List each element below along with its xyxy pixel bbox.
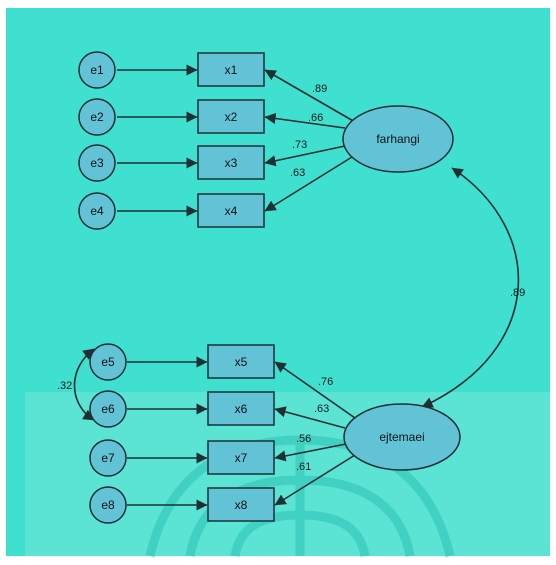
indicator-box-x8: x8 [207, 487, 275, 522]
error-label-e2: e2 [90, 110, 104, 124]
indicator-box-x4: x4 [197, 193, 265, 228]
error-label-e3: e3 [90, 156, 104, 170]
error-label-e6: e6 [101, 402, 115, 416]
loading-label-x7: .56 [296, 433, 311, 445]
covariance-farhangi-ejtemaei [421, 167, 520, 408]
error-label-e4: e4 [90, 204, 104, 218]
latent-node-farhangi: farhangi [342, 105, 454, 173]
loading-label-x3: .73 [292, 139, 307, 151]
path-ejtemaei-x8 [274, 454, 356, 506]
error-label-e7: e7 [101, 451, 115, 465]
loading-label-x5: .76 [318, 376, 333, 388]
latent-node-ejtemaei: ejtemaei [343, 403, 461, 471]
indicator-label-x6: x6 [235, 402, 248, 416]
latent-label-farhangi: farhangi [376, 132, 419, 146]
error-label-e5: e5 [101, 355, 115, 369]
indicator-label-x3: x3 [225, 156, 238, 170]
path-farhangi-x2 [264, 112, 346, 129]
indicator-box-x7: x7 [207, 440, 275, 475]
indicator-box-x6: x6 [207, 391, 275, 426]
covariance-e5-e6 [73, 348, 95, 421]
indicator-label-x2: x2 [225, 110, 238, 124]
error-node-e1: e1 [78, 51, 116, 89]
path-farhangi-x3 [264, 145, 346, 167]
error-node-e3: e3 [78, 144, 116, 182]
error-label-e8: e8 [101, 498, 115, 512]
loading-label-x6: .63 [314, 403, 329, 415]
indicator-box-x1: x1 [197, 52, 265, 87]
error-node-e5: e5 [89, 343, 127, 381]
indicator-box-x2: x2 [197, 99, 265, 134]
path-ejtemaei-x6 [274, 406, 346, 429]
indicator-box-x3: x3 [197, 145, 265, 180]
path-farhangi-x1 [264, 69, 356, 123]
error-label-e1: e1 [90, 63, 104, 77]
error-node-e4: e4 [78, 192, 116, 230]
loading-label-x4: .63 [290, 167, 305, 179]
error-node-e2: e2 [78, 98, 116, 136]
loading-label-x2: .66 [308, 112, 323, 124]
error-node-e6: e6 [89, 390, 127, 428]
error-node-e8: e8 [89, 486, 127, 524]
correlation-label-e5-e6: .32 [57, 380, 72, 392]
correlation-label-farhangi-ejtemaei: .89 [510, 287, 525, 299]
path-ejtemaei-x7 [274, 443, 347, 462]
latent-label-ejtemaei: ejtemaei [379, 430, 424, 444]
indicator-label-x7: x7 [235, 451, 248, 465]
path-ejtemaei-x5 [274, 361, 356, 419]
indicator-label-x5: x5 [235, 355, 248, 369]
indicator-label-x4: x4 [225, 204, 238, 218]
loading-label-x8: .61 [296, 461, 311, 473]
indicator-label-x8: x8 [235, 498, 248, 512]
indicator-box-x5: x5 [207, 344, 275, 379]
error-node-e7: e7 [89, 439, 127, 477]
path-farhangi-x4 [264, 156, 353, 212]
indicator-label-x1: x1 [225, 63, 238, 77]
loading-label-x1: .89 [312, 83, 327, 95]
